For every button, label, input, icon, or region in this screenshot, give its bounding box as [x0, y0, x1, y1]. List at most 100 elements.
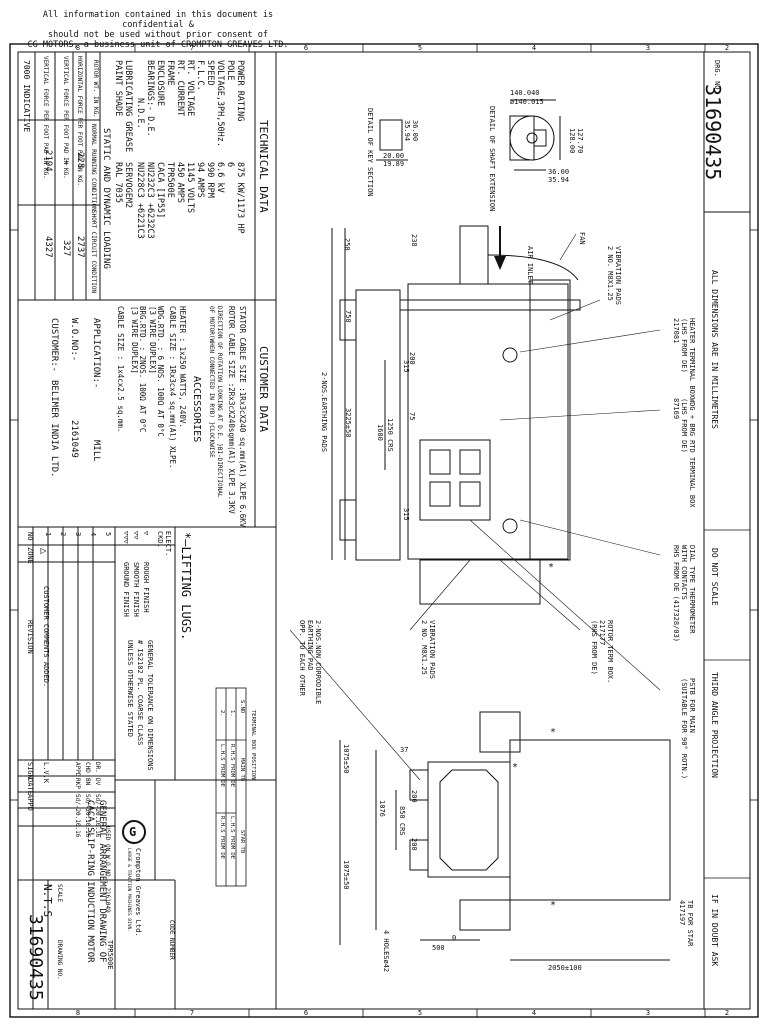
key-dim-3: 20.00: [383, 152, 404, 160]
key-dim-1: 36.00: [411, 120, 419, 141]
finish-label-3: GROUND FINISH: [122, 562, 130, 617]
scale-value: N.T.S: [41, 884, 54, 917]
confidentiality-notice: All information contained in this docume…: [18, 10, 298, 50]
side-dim-0: 250: [343, 238, 351, 251]
end-dim-7: 500: [432, 944, 445, 952]
tech-value-8: CACA [IP55]: [155, 162, 165, 218]
accessories-title: ACCESSORIES: [191, 376, 202, 442]
title-line-2: CACA SLIP-RING INDUCTION MOTOR: [85, 800, 95, 963]
side-dim-1: 238: [410, 234, 418, 247]
sign-appd-value: RKP: [74, 778, 81, 789]
used-on: USED ON W.O.NO - 2161049: [104, 826, 111, 913]
callout-vib-pads-2: VIBRATION PADS: [428, 620, 436, 679]
customer-data-lines: STATOR CABLE SIZE :1Rx3cX240 sq.mm(Al) X…: [208, 306, 247, 528]
tech-value-6: 450 AMPS: [175, 162, 185, 203]
terminal-box-title: TERMINAL BOX POSITION: [250, 710, 256, 780]
revision-no-4: 4: [89, 532, 97, 536]
frame-code: TPR500E: [106, 940, 114, 970]
drawing-number-bottom: 31690435: [25, 914, 46, 1001]
notice-line-1: All information contained in this docume…: [42, 10, 274, 30]
zone-top-2: 2: [725, 44, 729, 52]
company-name: Crompton Greaves Ltd.: [134, 848, 142, 937]
loading-short-3: 4327: [43, 236, 53, 258]
callout-wdg-tb: WDG + BRG RTD TERMINAL BOX: [688, 398, 696, 508]
callout-holes: 4 HOLESø42: [382, 930, 390, 972]
banner-dimensions: ALL DIMENSIONS ARE IN MILLIMETRES: [710, 270, 719, 429]
callout-rotor-code: 217177: [598, 620, 606, 645]
technical-data-title: TECHNICAL DATA: [257, 120, 270, 213]
motor-side-view: [331, 225, 581, 605]
side-dim-9: 315: [402, 508, 410, 521]
revision-no-3: 3: [74, 532, 82, 536]
customer-value: BELIMER INDIA LTD.: [49, 380, 59, 478]
callout-heater-tb: HEATER TERMINAL BOX: [688, 318, 696, 399]
tech-value-12: RAL 7035: [113, 162, 123, 203]
loading-normal-1: 228: [75, 152, 85, 168]
finish-label-2: SMOOTH FINISH: [132, 562, 140, 617]
callout-rotor-side: (RHS FROM DE): [590, 620, 598, 675]
callout-earthing-2: EARTHING PAD: [306, 620, 314, 671]
company-logo: [122, 820, 146, 844]
title-block-grid: [17, 526, 277, 1010]
leader-lines: [289, 233, 661, 781]
zone-bottom-7: 7: [190, 1009, 194, 1017]
tb-row2-main: L.H.S FROM DE: [219, 744, 225, 787]
callout-heater-code: 217081: [672, 318, 680, 343]
shaft-dim-1: 140.040: [510, 89, 540, 97]
tech-value-0: 875 KW/1173 HP: [235, 162, 245, 234]
zone-bottom-5: 5: [418, 1009, 422, 1017]
svg-text:DRG. NO.: DRG. NO.: [713, 60, 721, 94]
callout-air-inlet: AIR INLET: [526, 246, 534, 285]
shaft-dim-2: ø140.015: [510, 98, 544, 106]
tech-label-12: PAINT SHADE: [113, 60, 123, 116]
svg-text:G: G: [129, 825, 136, 839]
tech-value-7: TPR500E: [165, 162, 175, 198]
finish-symbol-2: ▽▽: [132, 531, 140, 540]
side-dim-2: 750: [344, 310, 352, 323]
end-dim-5: 200: [410, 838, 418, 851]
accessories-list: HEATER : 1x250 WATTS, 240V. CABLE SIZE :…: [116, 306, 187, 469]
callout-dial-thermo: DIAL TYPE THERMOMETER: [688, 545, 696, 634]
revision-no-5: 5: [104, 532, 112, 536]
customer-data-title: CUSTOMER DATA: [257, 346, 270, 432]
loading-normal-2: –: [61, 160, 71, 166]
end-dim-2: 1076: [378, 800, 386, 817]
banner-if-in-doubt: IF IN DOUBT ASK: [710, 894, 719, 966]
drawing-number-box: [703, 51, 751, 213]
revision-head-sign: SIGN: [26, 762, 34, 779]
callout-fan: FAN: [578, 232, 586, 245]
end-dim-1: 1075±50: [342, 860, 350, 890]
tech-label-4: F.L.C.: [195, 60, 205, 91]
customer-line-0: STATOR CABLE SIZE :1Rx3cX240 sq.mm(Al) X…: [238, 306, 247, 528]
shaft-dim-3: 128.00: [568, 128, 576, 153]
revision-head-zone: ZONE: [26, 547, 34, 564]
callout-contacts: WITH CONTACTS: [680, 545, 688, 600]
accessory-4: BRG.RTD. : 2NOS. 100Ω AT 0°C: [138, 306, 147, 432]
tech-label-7: FRAME: [165, 60, 175, 86]
revision-block: 5 4 3 2 1 △ CUSTOMER COMMENTS ADDED. L.V…: [26, 532, 112, 811]
callout-wdg-code: 87169: [672, 398, 680, 419]
lifting-markers: * * * *: [512, 562, 556, 911]
accessory-6: CABLE SIZE : 1x4cx2.5 sq.mm.: [116, 306, 125, 432]
customer-label: CUSTOMER:-: [49, 318, 59, 372]
tb-head-star: STAR TB: [239, 830, 245, 854]
loading-table: NORMAL RUNNING CONDITION SHORT CIRCUIT C…: [22, 56, 99, 293]
side-dim-6: 1250 CRS: [386, 418, 394, 452]
side-dim-4: 315: [402, 360, 410, 373]
tolerance-line-3: UNLESS OTHERWISE STATED: [126, 640, 134, 737]
key-section-label: DETAIL OF KEY SECTION: [366, 108, 374, 197]
end-view-labels: TB FOR STAR 417197 4 HOLESø42 1075±50 10…: [342, 744, 694, 972]
loading-normal-3: 2194: [43, 150, 53, 172]
loading-row-2-label: VERTICAL FORCE PER FOOT PAD IN KG.: [62, 56, 69, 179]
revision-head-appd: APPD: [26, 794, 34, 811]
end-dim-0: 1075±50: [342, 744, 350, 774]
shaft-dim-5: 36.00: [548, 168, 569, 176]
motor-end-view: [339, 711, 671, 961]
air-inlet-arrow: [494, 226, 506, 270]
svg-text:*: *: [550, 727, 556, 738]
loading-head-2: SHORT CIRCUIT CONDITION: [90, 210, 97, 293]
end-dim-8: 0: [452, 934, 456, 942]
tech-value-1: 6: [225, 162, 235, 167]
tech-label-6: RT. CURRENT: [175, 60, 185, 116]
